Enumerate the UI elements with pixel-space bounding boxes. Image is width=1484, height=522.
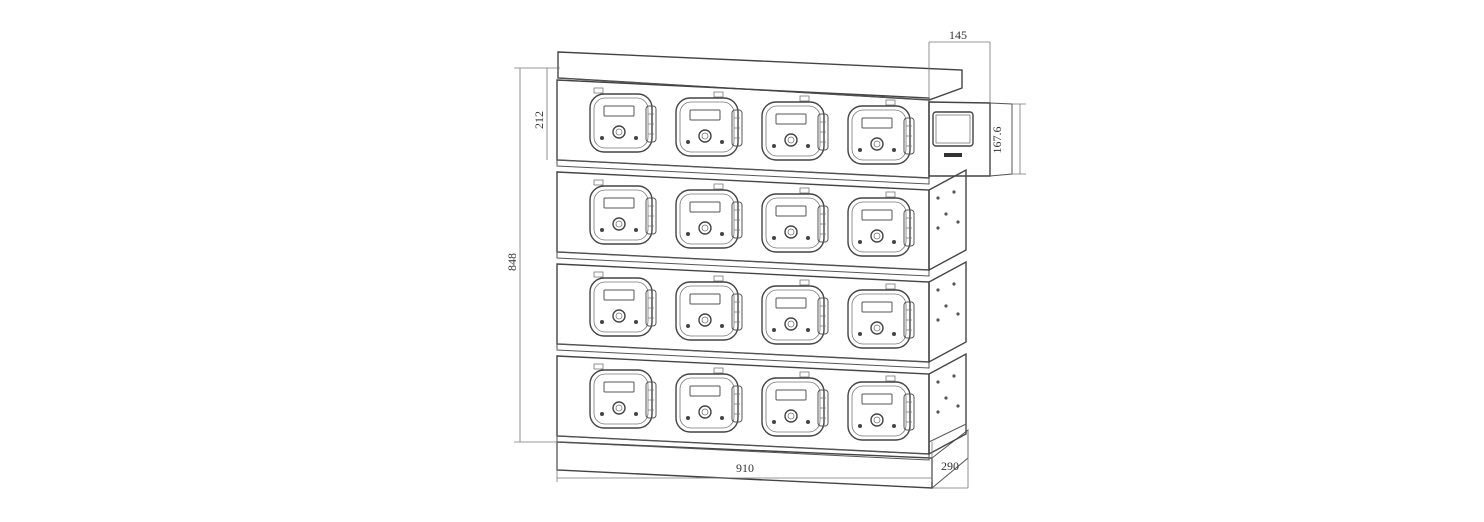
peristaltic-pump [761,279,829,345]
top-slab [557,51,963,101]
controller-height-dimension-label: 167.6 [990,127,1004,154]
peristaltic-pump [761,187,829,253]
peristaltic-pump [761,95,829,161]
peristaltic-pump [589,179,657,245]
shelf [556,263,930,369]
width-dimension-label: 910 [736,461,754,475]
peristaltic-pump [761,371,829,437]
shelf [556,171,930,277]
dimension-lines [514,41,1026,489]
shelves [556,79,930,461]
shelf-height-dimension-label: 212 [532,111,546,129]
peristaltic-pump [589,271,657,337]
peristaltic-pump [847,191,915,257]
depth-dimension-label: 290 [941,459,959,473]
side-vent-panel [928,352,967,456]
shelf [556,79,930,185]
controller-width-dimension-label: 145 [949,28,967,42]
shelf [556,355,930,461]
total-height-dimension-label: 848 [505,253,519,271]
peristaltic-pump [847,99,915,165]
peristaltic-pump [675,183,743,249]
side-vent-panel [928,168,967,272]
peristaltic-pump [847,283,915,349]
side-vent-panel [928,260,967,364]
peristaltic-pump [589,87,657,153]
peristaltic-pump [675,275,743,341]
side-panels [928,168,967,456]
peristaltic-pump [675,91,743,157]
peristaltic-pump [847,375,915,441]
controller-panel [928,101,1013,177]
peristaltic-pump [589,363,657,429]
peristaltic-pump [675,367,743,433]
